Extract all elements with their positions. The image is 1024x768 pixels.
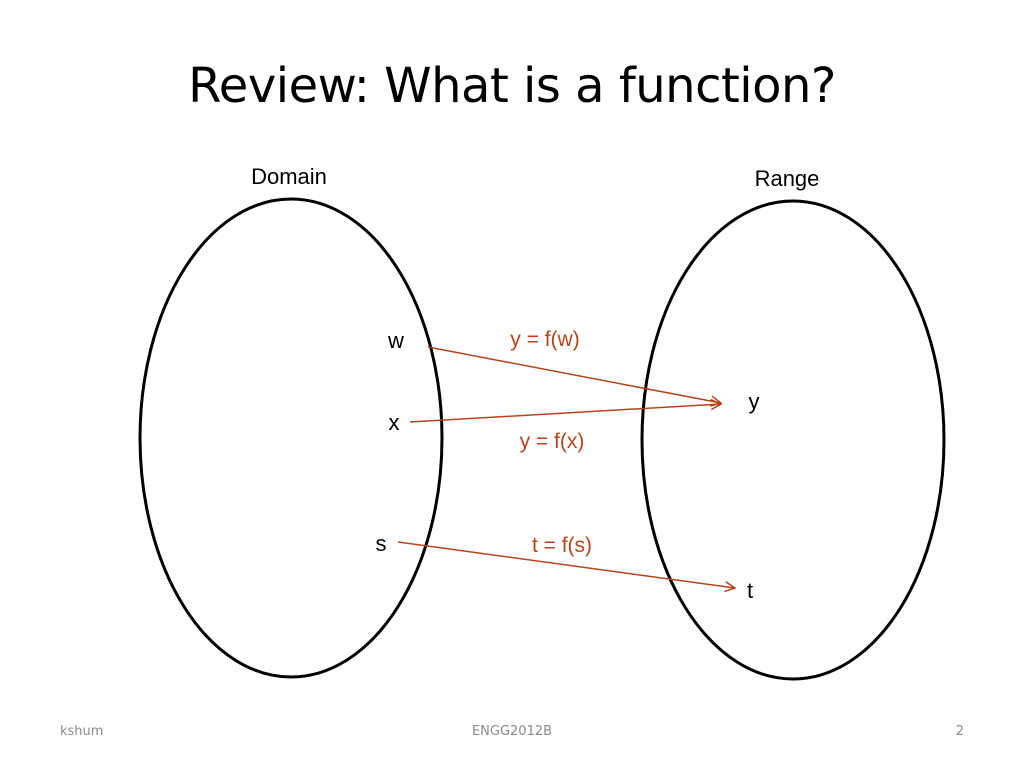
footer-author: kshum [60, 724, 104, 739]
arrow-x-to-y [409, 404, 721, 423]
range-element-t: t [747, 578, 753, 603]
slide-title: Review: What is a function? [188, 58, 836, 114]
range-ellipse [640, 199, 946, 681]
range-label: Range [755, 166, 820, 191]
footer-page-number: 2 [955, 724, 964, 739]
domain-element-w: w [387, 328, 404, 353]
mapping-label-s: t = f(s) [532, 534, 592, 557]
domain-element-x: x [389, 410, 400, 435]
footer-course: ENGG2012B [471, 724, 553, 739]
range-element-y: y [749, 389, 760, 414]
arrow-w-to-y [427, 346, 721, 403]
mapping-label-x: y = f(x) [520, 430, 585, 453]
domain-element-s: s [376, 531, 387, 556]
mapping-label-w: y = f(w) [510, 328, 579, 351]
domain-ellipse [138, 197, 444, 679]
arrow-s-to-t [397, 541, 735, 588]
domain-label: Domain [251, 164, 327, 189]
